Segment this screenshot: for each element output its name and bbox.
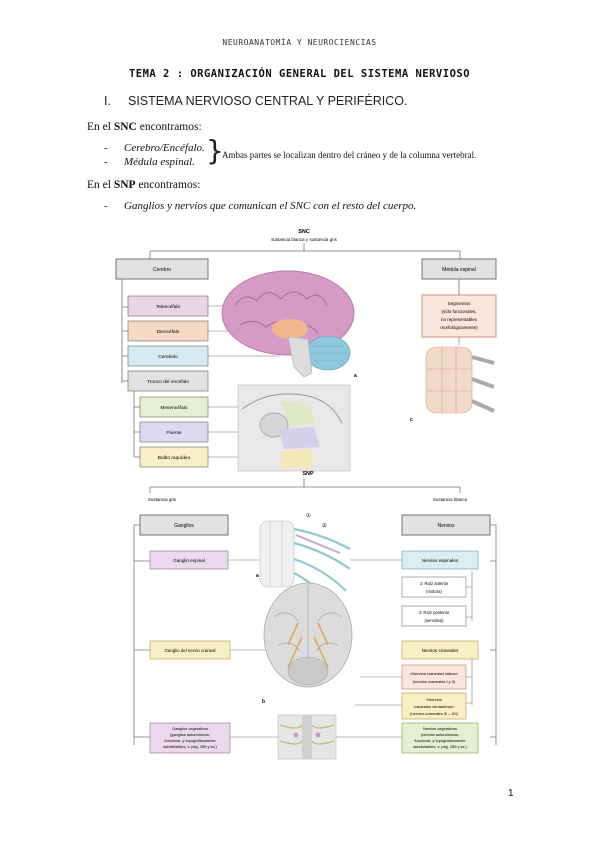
- snc-intro: En el SNC encontramos:: [87, 121, 202, 133]
- label-nervios: Nervios: [438, 523, 455, 529]
- box-raiz-anterior: [401, 576, 467, 598]
- box-raiz-posterior: [401, 605, 467, 627]
- label-segmentos-4: morfológicamente): [440, 325, 478, 330]
- snp-item-1: -Ganglios y nervios que comunican el SNC…: [104, 200, 417, 212]
- snc-subtitle: sustancia blanca y sustancia gris: [271, 237, 338, 242]
- brace: }: [206, 134, 224, 167]
- label-c-snc: c: [410, 417, 413, 423]
- label-nervios-veg-2: (nervios autonómicos;: [421, 732, 459, 737]
- label-diencefalo: Diencéfalo: [157, 329, 180, 335]
- label-nervios-espinales: Nervios espinales: [422, 558, 459, 563]
- nervous-system-diagram: SNC sustancia blanca y sustancia gris Ce…: [110, 225, 500, 773]
- brain-sagittal-illustration: [221, 270, 355, 378]
- snp-intro: En el SNP encontramos:: [87, 179, 201, 191]
- label-ganglio-craneal: Ganglio del nervio craneal: [164, 648, 215, 653]
- spinal-segments-illustration: [425, 346, 495, 414]
- label-nervios-craneales: Nervios craneales: [422, 648, 459, 653]
- box-nervios-verdaderos: [401, 692, 467, 720]
- marker-2: ②: [322, 522, 327, 529]
- snp-bold: SNP: [113, 179, 136, 191]
- marker-1: ①: [306, 512, 311, 519]
- box-nervios-craneales: [401, 640, 479, 660]
- label-segmentos-2: (sólo funcionales,: [441, 309, 476, 314]
- section-number: I.: [104, 94, 111, 108]
- box-segmentos: [421, 294, 497, 338]
- box-tronco: [127, 370, 209, 392]
- label-telencefalo: Telencéfalo: [156, 304, 181, 310]
- brainstem-illustration: [237, 384, 351, 472]
- page-number: 1: [508, 788, 514, 799]
- label-segmentos-3: no representables: [441, 317, 478, 322]
- label-cerebro: Cerebro: [153, 267, 171, 273]
- label-cerebelo: Cerebelo: [158, 354, 178, 360]
- label-nervios-veg-1: Nervios vegetativos: [423, 726, 457, 731]
- box-nervios-falsos: [401, 664, 467, 690]
- label-sustancia-gris: Sustancia gris: [148, 497, 177, 502]
- page-title: TEMA 2 : ORGANIZACIÓN GENERAL DEL SISTEM…: [128, 68, 471, 80]
- label-falsos-1: «Nervios craneales falsos»: [410, 671, 459, 676]
- label-segmentos-1: Segmentos: [448, 301, 472, 306]
- box-cerebro: [115, 258, 209, 280]
- snc-title: SNC: [298, 229, 310, 235]
- label-mesencefalo: Mesencéfalo: [160, 405, 188, 411]
- label-raiz-anterior-1: ① Raíz anterior: [420, 581, 449, 586]
- snp-title: SNP: [302, 471, 314, 477]
- label-verdaderos-1: «Nervios: [426, 697, 442, 702]
- label-a-snc: a: [354, 373, 357, 379]
- box-nervios-vegetativos: [401, 722, 479, 754]
- label-sustancia-blanca: Sustancia blanca: [433, 497, 468, 502]
- label-ganglios: Ganglios: [174, 523, 194, 529]
- running-header: NEUROANATOMÍA Y NEUROCIENCIAS: [222, 38, 377, 47]
- label-medula: Médula espinal: [442, 267, 476, 273]
- snc-item-1: -Cerebro/Encéfalo.: [104, 142, 205, 154]
- snc-bold: SNC: [113, 121, 137, 133]
- label-b-snp: b: [262, 699, 265, 705]
- label-ganglios-veg-4: subdivisibles, v. pág. 289 y ss.): [163, 744, 217, 749]
- label-ganglios-veg-3: funcional- y topográficamente: [164, 738, 215, 743]
- label-raiz-posterior-2: (sensitiva): [424, 618, 444, 623]
- spinal-cord-roots-illustration: [259, 520, 351, 612]
- snc-note: Ambas partes se localizan dentro del crá…: [222, 150, 477, 160]
- label-raiz-anterior-2: (motora): [426, 589, 442, 594]
- label-raiz-posterior-1: ② Raíz posterior: [419, 610, 451, 615]
- box-ganglios-vegetativos: [149, 722, 231, 754]
- label-ganglios-veg-2: (ganglios autonómicos;: [170, 732, 210, 737]
- vegetative-ganglia-illustration: [277, 714, 337, 760]
- label-bulbo: Bulbo raquídeo: [158, 455, 191, 461]
- brain-base-illustration: [263, 582, 353, 688]
- label-tronco: Tronco del encéfalo: [147, 379, 189, 385]
- label-nervios-veg-3: funcional- y topográficamente: [414, 738, 465, 743]
- label-puente: Puente: [166, 430, 182, 436]
- label-a-snp: a: [256, 573, 259, 579]
- snc-item-2: -Médula espinal.: [104, 156, 195, 168]
- label-ganglio-espinal: Ganglio espinal: [173, 558, 205, 563]
- label-verdaderos-3: (nervios craneales III – XII): [410, 711, 458, 716]
- label-ganglios-veg-1: Ganglios vegetativos: [172, 726, 208, 731]
- section-text: SISTEMA NERVIOSO CENTRAL Y PERIFÉRICO.: [128, 94, 408, 108]
- label-nervios-veg-4: subdivisibles, v. pág. 289 y ss.): [413, 744, 467, 749]
- label-falsos-2: (nervios craneales I y II): [413, 679, 456, 684]
- section-heading: I. SISTEMA NERVIOSO CENTRAL Y PERIFÉRICO.: [104, 94, 407, 108]
- label-verdaderos-2: craneales verdaderos»: [414, 704, 455, 709]
